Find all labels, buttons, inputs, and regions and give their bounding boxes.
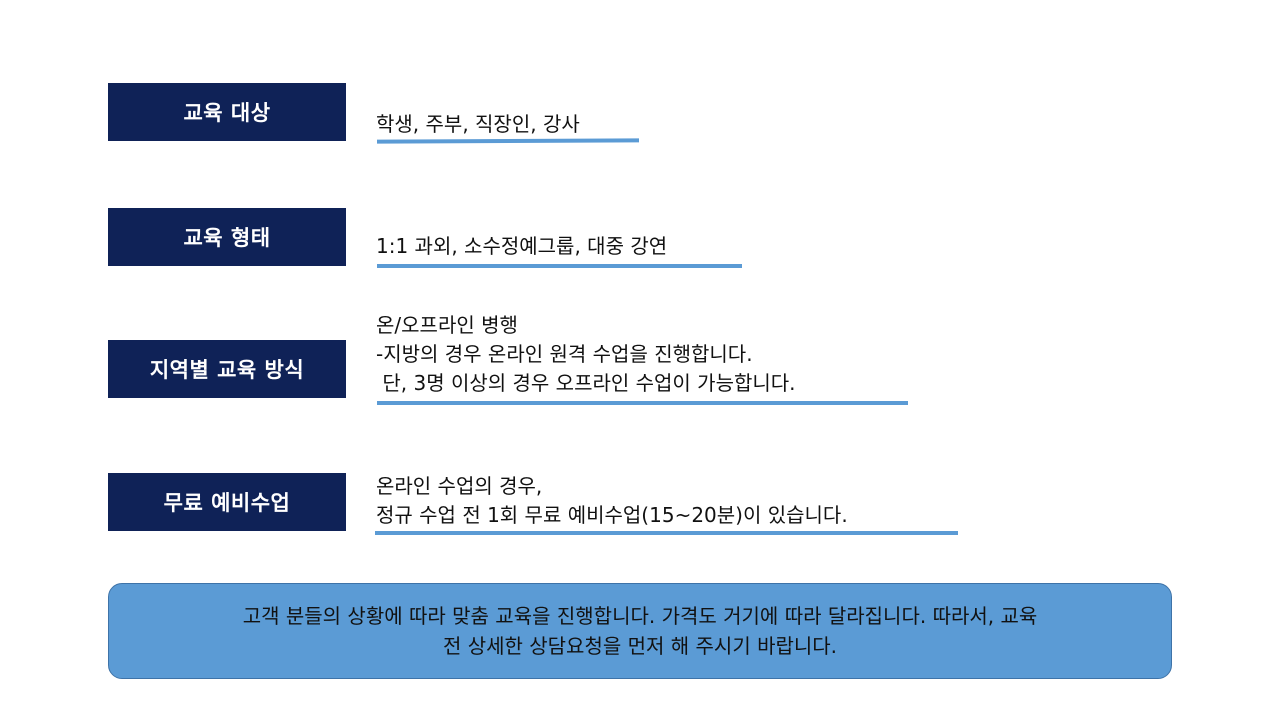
value-target-audience: 학생, 주부, 직장인, 강사 — [376, 110, 580, 138]
value-line: 정규 수업 전 1회 무료 예비수업(15~20분)이 있습니다. — [376, 503, 848, 527]
value-line: 학생, 주부, 직장인, 강사 — [376, 112, 580, 136]
notice-line: 전 상세한 상담요청을 먼저 해 주시기 바랍니다. — [442, 634, 838, 658]
value-education-format: 1:1 과외, 소수정예그룹, 대중 강연 — [376, 232, 667, 260]
value-line: 1:1 과외, 소수정예그룹, 대중 강연 — [376, 234, 668, 258]
underline-target-audience — [376, 138, 640, 144]
underline-education-format — [377, 264, 742, 268]
notice-line: 고객 분들의 상황에 따라 맞춤 교육을 진행합니다. 가격도 거기에 따라 달… — [242, 604, 1038, 628]
underline-regional-method — [377, 401, 908, 405]
value-free-trial: 온라인 수업의 경우, 정규 수업 전 1회 무료 예비수업(15~20분)이 … — [376, 472, 848, 530]
value-regional-method: 온/오프라인 병행 -지방의 경우 온라인 원격 수업을 진행합니다. 단, 3… — [376, 311, 796, 398]
label-target-audience: 교육 대상 — [108, 83, 346, 141]
value-line: -지방의 경우 온라인 원격 수업을 진행합니다. — [376, 342, 753, 366]
underline-free-trial — [375, 531, 958, 535]
value-line: 온라인 수업의 경우, — [376, 474, 543, 498]
value-line: 온/오프라인 병행 — [376, 313, 518, 337]
label-free-trial: 무료 예비수업 — [108, 473, 346, 531]
label-regional-method-text: 지역별 교육 방식 — [149, 358, 305, 382]
label-education-format-text: 교육 형태 — [183, 226, 271, 250]
label-education-format: 교육 형태 — [108, 208, 346, 266]
label-free-trial-text: 무료 예비수업 — [163, 491, 291, 515]
label-target-audience-text: 교육 대상 — [183, 101, 271, 125]
label-regional-method: 지역별 교육 방식 — [108, 340, 346, 398]
notice-callout: 고객 분들의 상황에 따라 맞춤 교육을 진행합니다. 가격도 거기에 따라 달… — [108, 583, 1172, 679]
value-line: 단, 3명 이상의 경우 오프라인 수업이 가능합니다. — [376, 371, 796, 395]
